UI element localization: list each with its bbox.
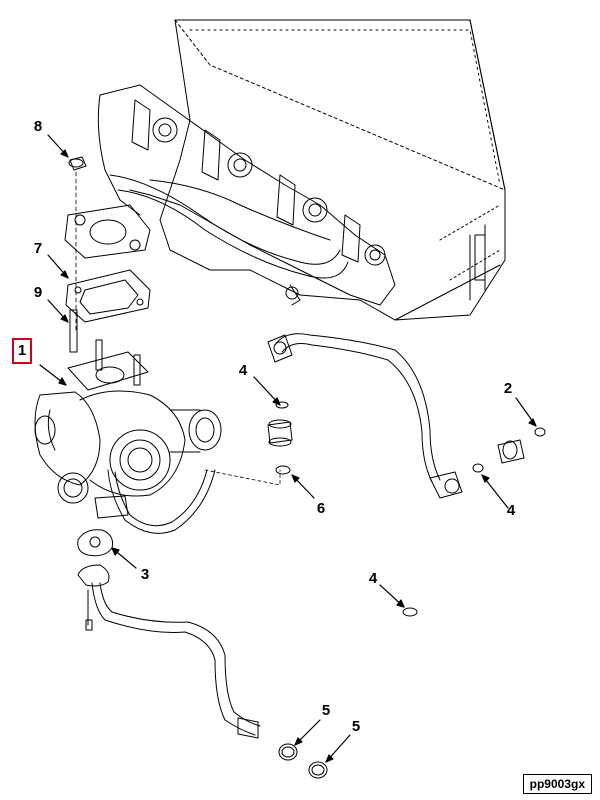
- o-ring-part-5a: [278, 743, 298, 761]
- oil-drain-tube: [77, 564, 261, 739]
- fitting-part-6: [267, 401, 293, 475]
- callout-4-upper: 4: [238, 362, 248, 379]
- callout-8: 8: [33, 118, 43, 135]
- callout-9: 9: [33, 284, 43, 301]
- figure-id-label: pp9003gx: [522, 774, 592, 794]
- connector-part-2: [472, 427, 546, 473]
- washer-part-4: [402, 607, 418, 617]
- nut-part-8: [68, 156, 87, 331]
- callout-2: 2: [503, 380, 513, 397]
- exhaust-manifold: [64, 84, 396, 306]
- turbocharger-part-1: [34, 339, 222, 534]
- callout-4-right: 4: [506, 502, 516, 519]
- engine-block: [159, 19, 506, 321]
- callout-6: 6: [316, 500, 326, 517]
- gasket-part-7: [65, 269, 151, 323]
- callout-5-left: 5: [321, 702, 331, 719]
- oil-supply-line: [204, 333, 463, 499]
- stud-part-9: [69, 309, 78, 353]
- callout-5-right: 5: [351, 718, 361, 735]
- callout-7: 7: [33, 240, 43, 257]
- leader-lines: [39, 134, 537, 763]
- gasket-part-3: [77, 529, 113, 557]
- callout-3: 3: [140, 566, 150, 583]
- o-ring-part-5b: [308, 761, 328, 779]
- callout-4-lower: 4: [368, 570, 378, 587]
- callout-1-highlighted: 1: [12, 338, 32, 364]
